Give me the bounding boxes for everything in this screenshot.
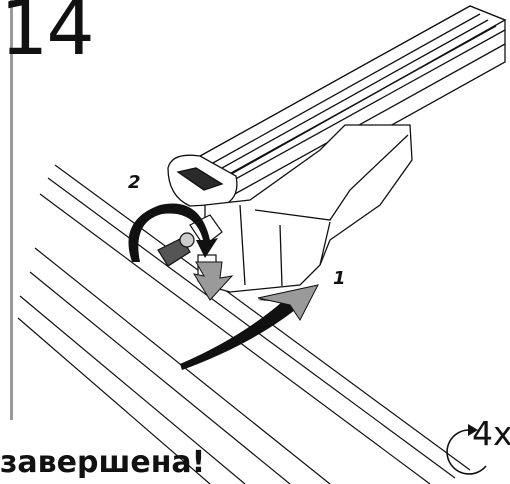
rack-foot: [204, 124, 413, 293]
arrow-push-icon: [180, 284, 319, 370]
arrow-rotate-icon: [128, 203, 218, 262]
arrow-down-icon: [192, 261, 234, 301]
repeat-count: 4x: [472, 414, 510, 453]
caption-text: завершена!: [0, 445, 206, 480]
end-cap: [167, 154, 238, 207]
callout-step-1: 1: [333, 268, 346, 289]
left-margin-rule: [10, 0, 13, 420]
step-number: 14: [0, 0, 95, 72]
crossbar: [173, 5, 507, 216]
roof-rail: [17, 164, 471, 484]
callout-step-2: 2: [128, 172, 141, 193]
rotate-clockwise-icon: [446, 424, 487, 475]
